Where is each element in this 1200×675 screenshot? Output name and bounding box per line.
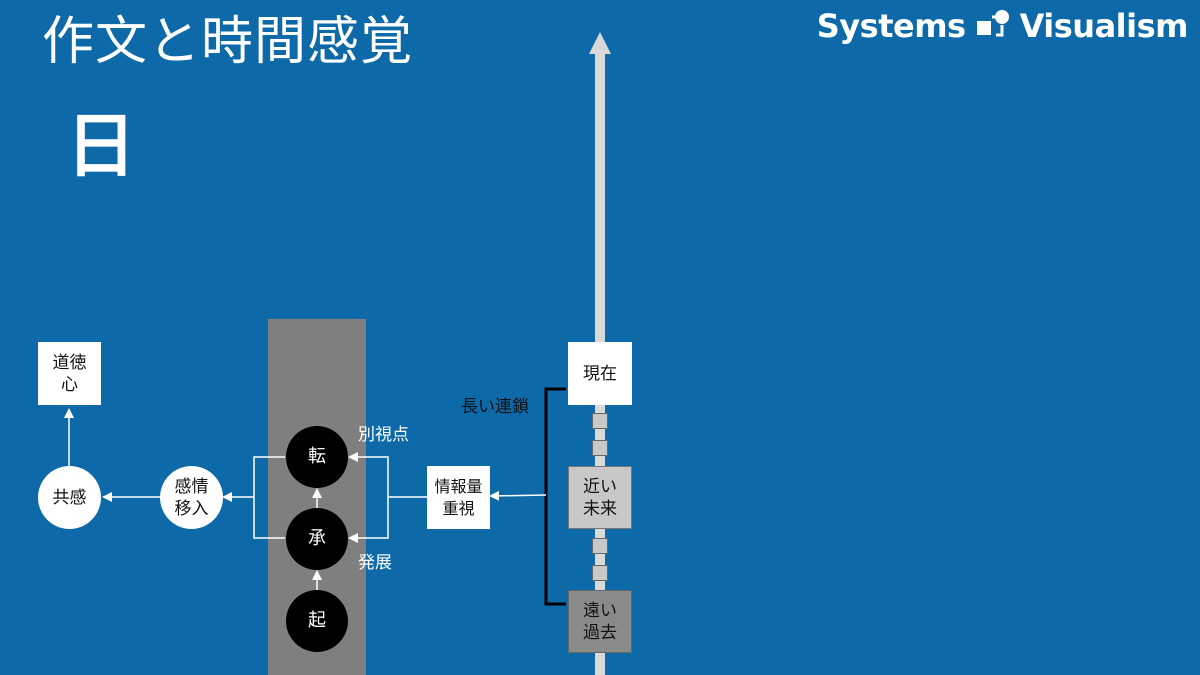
brand-text-left: Systems (816, 7, 966, 45)
node-ten: 転 (286, 426, 348, 488)
arrow-jouhou-to-ten (348, 452, 389, 497)
node-doutoku: 道徳 心 (38, 342, 101, 405)
arrow-chain-to-jouhou (489, 490, 547, 501)
node-kanjou: 感情 移入 (160, 466, 223, 529)
brand-text-right: Visualism (1019, 7, 1189, 45)
node-kyoukan: 共感 (38, 466, 101, 529)
page-subtitle: 日 (66, 105, 136, 187)
page-title: 作文と時間感覚 (42, 12, 414, 72)
brand-logo-group: Systems Visualism (816, 6, 1189, 46)
label-hatten: 発展 (358, 553, 392, 573)
systems-visualism-logo-icon (976, 10, 1009, 37)
timeline-connector (592, 413, 608, 429)
node-tooi: 遠い 過去 (568, 590, 632, 653)
node-shou: 承 (286, 508, 348, 570)
label-betsushiten: 別視点 (358, 425, 409, 445)
timeline-connector (592, 565, 608, 581)
node-jouhou: 情報量 重視 (427, 466, 490, 529)
timeline-connector (592, 538, 608, 554)
label-nagai-rensa: 長い連鎖 (461, 397, 529, 417)
timeline-connector (592, 440, 608, 456)
long-chain-bracket (544, 387, 566, 606)
node-ki: 起 (286, 590, 348, 652)
arrow-jouhou-to-shou (348, 497, 389, 543)
node-chikai: 近い 未来 (568, 466, 632, 529)
timeline-arrowhead (589, 32, 611, 54)
node-genzai: 現在 (568, 342, 632, 405)
